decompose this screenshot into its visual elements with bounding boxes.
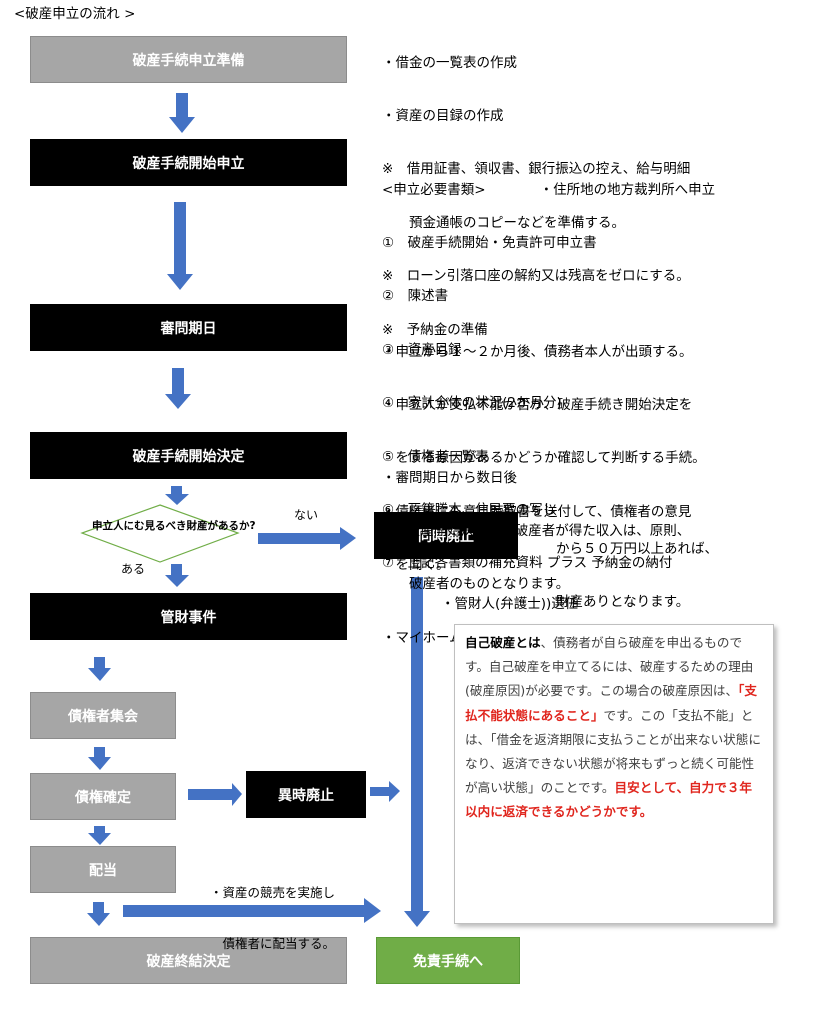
explanation-highlight: 目安として、自力で３年以内に返済できるかどうかです。: [465, 780, 753, 820]
decision-diamond: [80, 504, 240, 563]
note-line: 預金通帳のコピーなどを準備する。: [382, 214, 625, 231]
step-distribution-label: 配当: [89, 862, 117, 879]
note-line: ① 破産手続開始・免責許可申立書: [382, 234, 597, 251]
note-required-documents: <申立必要書類> ・住所地の地方裁判所へ申立 ① 破産手続開始・免責許可申立書 …: [382, 146, 715, 591]
note-line: ・資産の競売を実施し: [210, 885, 336, 900]
arrow-down-8: [87, 902, 110, 926]
decision-yes-label: ある: [121, 562, 146, 576]
step-different-time-abolition: 異時廃止: [246, 771, 366, 818]
step-trustee-case-label: 管財事件: [160, 609, 217, 626]
note-line: ③ 資産目録: [382, 341, 462, 358]
arrow-down-yes: [165, 564, 189, 587]
step-different-time-abolition-label: 異時廃止: [278, 787, 334, 804]
note-line: を聞く。: [382, 557, 450, 574]
arrow-down-6: [88, 747, 111, 770]
decision-question: 申立人にむ見るべき財産があるか?: [92, 520, 256, 532]
arrow-down-5: [88, 657, 111, 681]
note-preparation: ・借金の一覧表の作成 ・資産の目録の作成 ※ 借用証書、領収書、銀行振込の控え、…: [382, 19, 690, 357]
arrow-right-no: [258, 527, 356, 550]
note-line: ⑤ 債権者一覧表: [382, 448, 489, 465]
note-line: ※ 借用証書、領収書、銀行振込の控え、給与明細: [382, 161, 691, 178]
arrow-down-4: [165, 486, 189, 505]
note-line: ※ ローン引落口座の解約又は残高をゼロにする。: [382, 268, 690, 285]
arrow-down-2: [167, 202, 193, 290]
step-creditors-meeting: 債権者集会: [30, 692, 176, 739]
note-line: から５０万円以上あれば、: [556, 540, 718, 557]
note-line: 財産ありとなります。: [556, 593, 690, 610]
note-hearing: ・申立から１～２か月後、債務者本人が出頭する。 ・申立人が支払不能か否か、破産手…: [382, 308, 706, 593]
page-title: <破産申立の流れ >: [14, 6, 136, 22]
step-termination-label: 破産終結決定: [146, 953, 231, 970]
step-simultaneous-abolition-label: 同時廃止: [418, 528, 474, 545]
note-trustee-appointed: ・管財人(弁護士))選任: [441, 596, 579, 612]
step-petition-label: 破産手続開始申立: [132, 155, 245, 172]
step-simultaneous-abolition: 同時廃止: [374, 512, 518, 559]
note-commencement-continued: から５０万円以上あれば、 財産ありとなります。: [556, 505, 718, 630]
note-line: ② 陳述書: [382, 288, 449, 305]
step-termination: 破産終結決定: [30, 937, 347, 984]
step-discharge: 免責手続へ: [376, 937, 520, 984]
arrow-down-1: [169, 93, 195, 133]
step-prepare: 破産手続申立準備: [30, 36, 347, 83]
explanation-term: 自己破産とは: [465, 635, 541, 650]
explanation-text: 、債務者が自ら破産を申出るものです。自己破産を申立てるには、破産するための理由(…: [465, 635, 754, 699]
note-line: ④ 家計全体の状況(2か月分): [382, 395, 562, 412]
note-line: ※ 破産開始決定後の破産者が得た収入は、原則、: [382, 522, 691, 539]
note-line: 債権者に配当する。: [210, 936, 336, 951]
arrow-down-7: [88, 826, 111, 845]
explanation-text: です。この「支払不能」とは、「借金を返済期限に支払うことが出来ない状態になり、返…: [465, 707, 761, 796]
explanation-box: 自己破産とは、債務者が自ら破産を申出るものです。自己破産を申立てるには、破産する…: [454, 624, 774, 924]
note-line: ⑥ 戸籍謄本、住民票の写し: [382, 501, 557, 518]
arrow-right-bottom: [123, 898, 381, 923]
decision-no-label: ない: [294, 508, 319, 522]
step-commencement-label: 破産手続開始決定: [132, 448, 245, 465]
step-hearing: 審問期日: [30, 304, 347, 351]
flow-arrows: [87, 93, 430, 927]
step-prepare-label: 破産手続申立準備: [132, 52, 245, 69]
note-line: ・借金の一覧表の作成: [382, 54, 517, 71]
note-line: をする原因があるかどうか確認して判断する手続。: [382, 450, 706, 467]
step-creditors-meeting-label: 債権者集会: [68, 708, 138, 725]
step-discharge-label: 免責手続へ: [413, 953, 483, 970]
note-line: ⑦ 上記各書類の補充資料 プラス 予納金の納付: [382, 555, 673, 572]
note-line: ・債権者にも意見聴取書を送付して、債権者の意見: [382, 503, 692, 520]
note-line: ・申立人が支払不能か否か、破産手続き開始決定を: [382, 396, 693, 413]
step-distribution: 配当: [30, 846, 176, 893]
arrow-down-trunk: [404, 577, 430, 927]
step-petition: 破産手続開始申立: [30, 139, 347, 186]
note-line: 破産者のものとなります。: [382, 576, 570, 593]
step-trustee-case: 管財事件: [30, 593, 347, 640]
note-line: ・審問期日から数日後: [382, 469, 517, 486]
explanation-highlight: 「支払不能状態にあること」: [465, 683, 757, 723]
note-line: ・申立から１～２か月後、債務者本人が出頭する。: [382, 343, 693, 360]
note-header: <申立必要書類> ・住所地の地方裁判所へ申立: [382, 181, 716, 198]
arrow-down-3: [165, 368, 191, 409]
step-claims-confirmed: 債権確定: [30, 773, 176, 820]
step-hearing-label: 審問期日: [160, 320, 217, 337]
step-claims-confirmed-label: 債権確定: [75, 789, 131, 806]
arrow-right-iji: [188, 783, 242, 806]
arrow-right-trunk: [370, 781, 400, 802]
note-line: ・資産の目録の作成: [382, 107, 504, 124]
step-commencement: 破産手続開始決定: [30, 432, 347, 479]
note-distribution: ・資産の競売を実施し 債権者に配当する。: [210, 850, 335, 969]
note-line: ※ 予納金の準備: [382, 321, 488, 338]
